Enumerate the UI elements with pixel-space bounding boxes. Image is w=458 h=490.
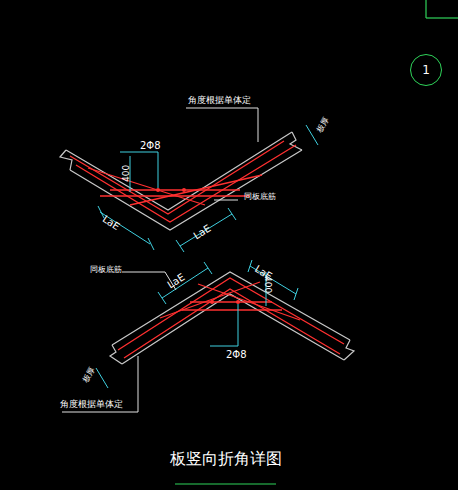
reference-number: 1 [422,63,430,77]
rebar-callout: 2Φ8 [226,350,247,360]
rebar-callout: 2Φ8 [140,141,161,151]
thickness-dim: 板厚 [82,366,97,384]
anchor-length: LaE [192,223,213,241]
thickness-dim: 板厚 [316,116,331,134]
dimension: 400 [122,165,131,182]
rebar-note: 同板底筋 [244,193,276,201]
drawing-title: 板竖向折角详图 [170,449,282,470]
angle-note: 角度根据单体定 [60,400,123,409]
reference-circle: 1 [410,54,442,86]
angle-note: 角度根据单体定 [188,96,251,105]
dimension: 400 [263,276,272,293]
rebar-note: 同板底筋 [90,266,122,274]
anchor-length: LaE [166,272,187,290]
anchor-length: LaE [101,214,122,232]
